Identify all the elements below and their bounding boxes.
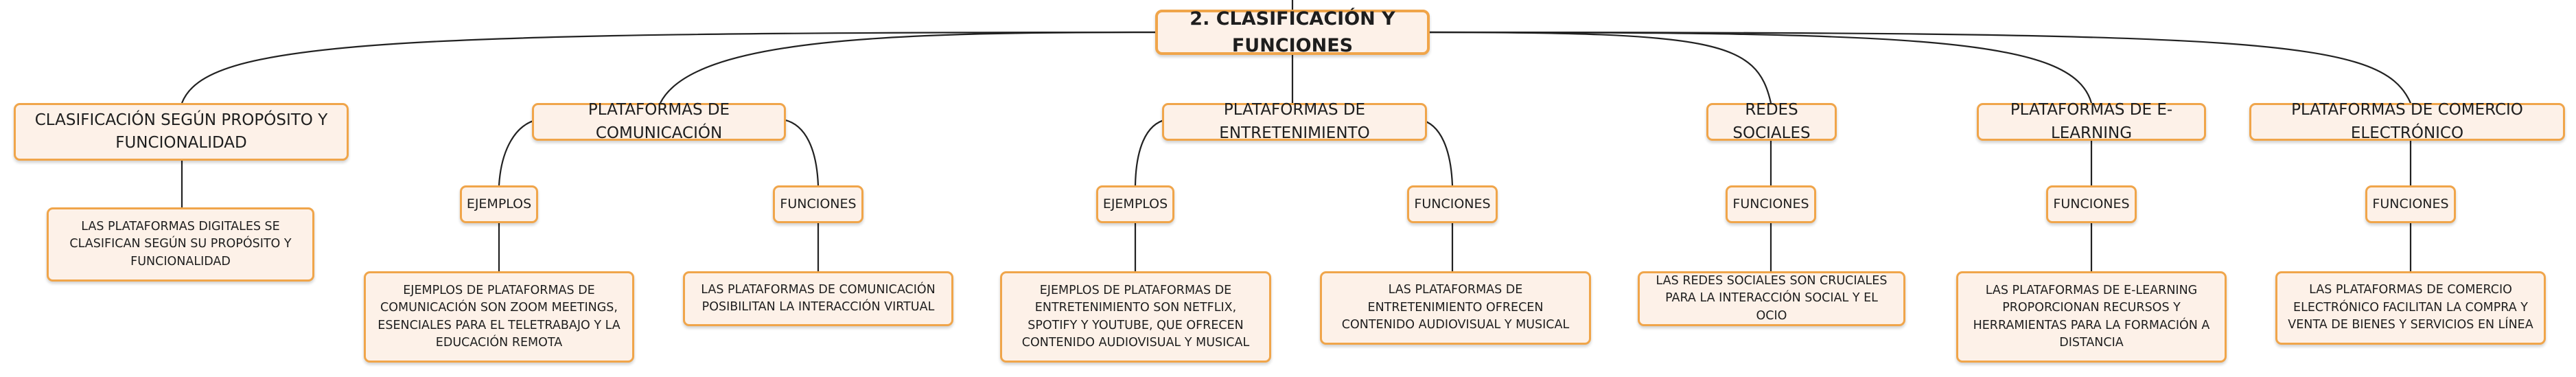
sub-label: FUNCIONES [1414, 196, 1491, 212]
leaf-text: EJEMPLOS DE PLATAFORMAS DE ENTRETENIMIEN… [1021, 283, 1250, 350]
sub-redes-funciones[interactable]: FUNCIONES [1726, 185, 1816, 223]
branch-label: PLATAFORMAS DE COMERCIO ELECTRÓNICO [2291, 101, 2523, 142]
connector-root-b5 [1427, 31, 2412, 104]
connector-root-b1 [660, 31, 1156, 104]
sub-label: FUNCIONES [2372, 196, 2449, 212]
sub-label: FUNCIONES [780, 196, 857, 212]
leaf-clasificacion[interactable]: LAS PLATAFORMAS DIGITALES SE CLASIFICAN … [47, 207, 314, 282]
sub-comunicacion-funciones[interactable]: FUNCIONES [773, 185, 863, 223]
branch-label: REDES SOCIALES [1732, 101, 1811, 142]
sub-entretenimiento-funciones[interactable]: FUNCIONES [1407, 185, 1498, 223]
connector-b1-s1 [782, 118, 820, 186]
root-node[interactable]: 2. CLASIFICACIÓN Y FUNCIONES [1155, 8, 1430, 56]
branch-clasificacion[interactable]: CLASIFICACIÓN SEGÚN PROPÓSITO Y FUNCIONA… [14, 103, 349, 161]
leaf-text: LAS REDES SOCIALES SON CRUCIALES PARA LA… [1656, 273, 1888, 323]
branch-comunicacion[interactable]: PLATAFORMAS DE COMUNICACIÓN [532, 101, 786, 142]
leaf-text: LAS PLATAFORMAS DE COMERCIO ELECTRÓNICO … [2288, 283, 2533, 332]
sub-label: FUNCIONES [1732, 196, 1809, 212]
leaf-text: LAS PLATAFORMAS DE COMUNICACIÓN POSIBILI… [701, 282, 936, 314]
sub-comercio-funciones[interactable]: FUNCIONES [2365, 185, 2456, 223]
branch-e-learning[interactable]: PLATAFORMAS DE E-LEARNING [1977, 101, 2206, 142]
connector-root-b3 [1427, 31, 1772, 104]
leaf-text: LAS PLATAFORMAS DIGITALES SE CLASIFICAN … [69, 219, 292, 269]
leaf-text: LAS PLATAFORMAS DE ENTRETENIMIENTO OFREC… [1341, 283, 1570, 332]
branch-label: PLATAFORMAS DE ENTRETENIMIENTO [1219, 101, 1370, 142]
sub-label: EJEMPLOS [1102, 196, 1168, 212]
sub-label: FUNCIONES [2053, 196, 2130, 212]
branch-entretenimiento[interactable]: PLATAFORMAS DE ENTRETENIMIENTO [1162, 101, 1427, 142]
leaf-text: LAS PLATAFORMAS DE E-LEARNING PROPORCION… [1973, 283, 2210, 350]
leaf-comunicacion-funciones[interactable]: LAS PLATAFORMAS DE COMUNICACIÓN POSIBILI… [683, 271, 953, 326]
sub-e-learning-funciones[interactable]: FUNCIONES [2046, 185, 2137, 223]
leaf-e-learning-funciones[interactable]: LAS PLATAFORMAS DE E-LEARNING PROPORCION… [1956, 271, 2227, 363]
leaf-entretenimiento-funciones[interactable]: LAS PLATAFORMAS DE ENTRETENIMIENTO OFREC… [1320, 271, 1591, 345]
sub-entretenimiento-ejemplos[interactable]: EJEMPLOS [1096, 185, 1174, 223]
leaf-entretenimiento-ejemplos[interactable]: EJEMPLOS DE PLATAFORMAS DE ENTRETENIMIEN… [1000, 271, 1271, 363]
branch-label: PLATAFORMAS DE COMUNICACIÓN [588, 101, 730, 142]
leaf-comunicacion-ejemplos[interactable]: EJEMPLOS DE PLATAFORMAS DE COMUNICACIÓN … [364, 271, 634, 363]
branch-comercio-electronico[interactable]: PLATAFORMAS DE COMERCIO ELECTRÓNICO [2249, 101, 2565, 142]
connector-root-b0 [181, 31, 1156, 104]
leaf-comercio-funciones[interactable]: LAS PLATAFORMAS DE COMERCIO ELECTRÓNICO … [2275, 271, 2546, 345]
branch-label: CLASIFICACIÓN SEGÚN PROPÓSITO Y FUNCIONA… [34, 111, 328, 152]
sub-label: EJEMPLOS [466, 196, 532, 212]
branch-redes-sociales[interactable]: REDES SOCIALES [1706, 101, 1837, 142]
branch-label: PLATAFORMAS DE E-LEARNING [2010, 101, 2173, 142]
connector-root-b4 [1427, 31, 2093, 104]
root-node-label: 2. CLASIFICACIÓN Y FUNCIONES [1190, 8, 1395, 56]
leaf-text: EJEMPLOS DE PLATAFORMAS DE COMUNICACIÓN … [378, 283, 620, 350]
sub-comunicacion-ejemplos[interactable]: EJEMPLOS [460, 185, 538, 223]
leaf-redes-funciones[interactable]: LAS REDES SOCIALES SON CRUCIALES PARA LA… [1638, 271, 1905, 326]
